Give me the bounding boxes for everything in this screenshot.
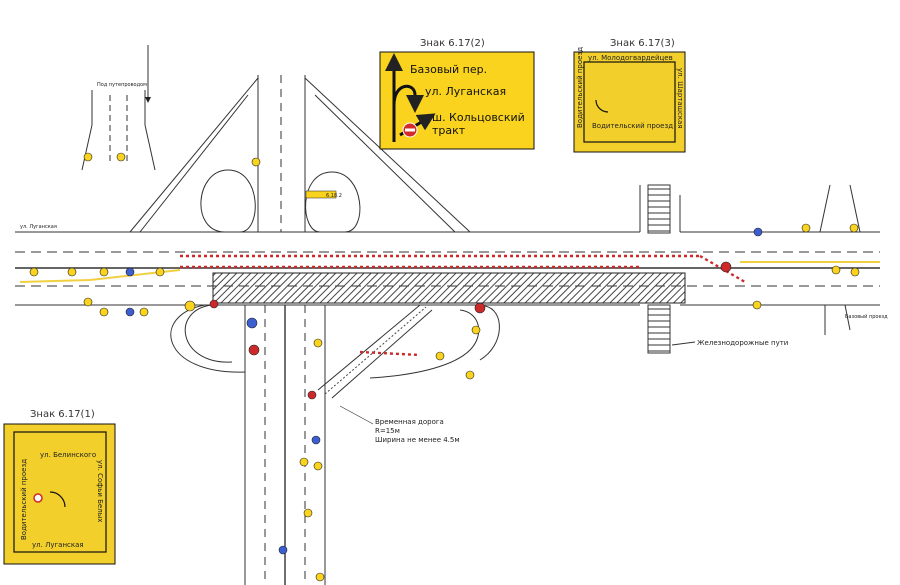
sign-3-right: ул. Шарташская <box>676 68 684 129</box>
sign-6-17-3: Знак 6.17(3) ул. Молодогвардейцев Водите… <box>573 38 686 153</box>
right-road-label: Базовый проезд <box>845 313 888 320</box>
road-annotations: ул. Луганская Базовый проезд Под путепро… <box>20 82 888 320</box>
sign-2-line3b: тракт <box>432 124 466 137</box>
sign-1-right: ул. Софьи Белых <box>96 460 104 522</box>
left-road-label: ул. Луганская <box>20 224 57 230</box>
temp-road-label-1: Временная дорога <box>375 418 444 426</box>
sign-1-panel <box>3 423 116 565</box>
sign-1-left: Водительский проезд <box>20 459 28 540</box>
railway-label: Железнодорожные пути <box>697 339 788 347</box>
overpass-stub <box>81 45 156 171</box>
temp-road-label-2: R=15м <box>375 427 400 435</box>
sign-ref-label: 6.18.2 <box>326 193 342 199</box>
railway <box>647 184 696 354</box>
sign-6-17-1: Знак 6.17(1) ул. Белинского ул. Луганска… <box>3 409 116 565</box>
sign-2-line1: Базовый пер. <box>410 63 487 76</box>
right-roads <box>819 184 861 335</box>
sign-1-title: Знак 6.17(1) <box>30 409 95 420</box>
sign-3-bottom: Водительский проезд <box>592 122 673 130</box>
sign-6-17-2: Знак 6.17(2) Базовый пер. ул. Луганская … <box>379 38 535 150</box>
sign-3-title: Знак 6.17(3) <box>610 38 675 49</box>
vertical-road <box>244 75 326 585</box>
sign-1-bottom: ул. Луганская <box>32 541 84 549</box>
construction-zone <box>212 272 686 304</box>
sign-2-line3a: ш. Кольцовский <box>432 111 525 124</box>
overpass-label: Под путепроводом <box>97 82 147 88</box>
sign-3-top: ул. Молодогвардейцев <box>588 54 673 62</box>
sign-3-left: Водительский проезд <box>576 47 584 128</box>
sign-2-line2: ул. Луганская <box>425 85 506 98</box>
sign-3-panel <box>573 51 686 153</box>
temp-road <box>317 304 500 399</box>
sign-1-top: ул. Белинского <box>40 451 96 459</box>
temp-road-label-3: Ширина не менее 4.5м <box>375 436 460 444</box>
ramps <box>129 77 471 373</box>
temp-marking <box>19 261 880 283</box>
sign-2-title: Знак 6.17(2) <box>420 38 485 49</box>
